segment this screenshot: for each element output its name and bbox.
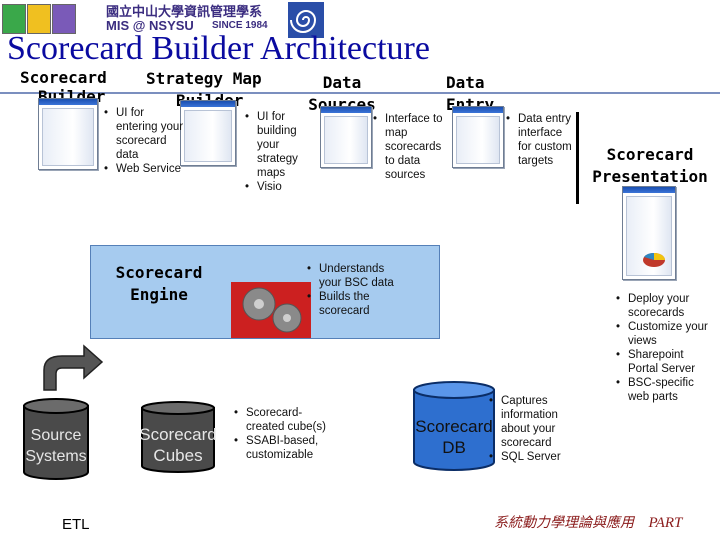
logo-tile-yellow (27, 4, 51, 34)
footer: 系統動力學理論與應用 PART (494, 512, 682, 532)
data-entry-window (452, 106, 504, 168)
scorecard-cubes-line2: Cubes (153, 446, 203, 465)
bullet-item: Deploy your scorecards (616, 292, 712, 320)
bullets-scorecard-builder: UI for entering your scorecard data Web … (104, 106, 184, 176)
page-title: Scorecard Builder Architecture (7, 30, 430, 67)
bullet-item: Captures information about your scorecar… (489, 394, 585, 450)
scorecard-cubes-line1: Scorecard (139, 425, 217, 444)
logo-text-mis: MIS @ NSYSU (106, 18, 194, 33)
source-systems-label: Source Systems (14, 425, 98, 467)
bullet-item: Builds the scorecard (307, 290, 407, 318)
bullet-item: UI for building your strategy maps (245, 110, 311, 180)
bullets-cubes: Scorecard-created cube(s) SSABI-based, c… (234, 406, 330, 462)
header-data-entry-line1: Data (446, 73, 485, 92)
bullets-presentation: Deploy your scorecards Customize your vi… (616, 292, 712, 404)
presentation-title: Scorecard Presentation (584, 144, 716, 188)
bullet-item: Visio (245, 180, 311, 194)
header-divider (0, 92, 720, 94)
pie-chart-icon (643, 252, 665, 267)
bullets-data-entry: Data entry interface for custom targets (506, 112, 572, 168)
source-systems-cylinder (23, 398, 89, 480)
bullet-item: Interface to map scorecards to data sour… (373, 112, 447, 182)
header-strategy-map-line1: Strategy Map (146, 69, 262, 88)
bullet-item: Data entry interface for custom targets (506, 112, 572, 168)
scorecard-cubes-label: Scorecard Cubes (128, 424, 228, 466)
bullets-data-sources: Interface to map scorecards to data sour… (373, 112, 447, 182)
bullet-item: BSC-specific web parts (616, 376, 712, 404)
scorecard-db-line1: Scorecard (415, 417, 493, 436)
engine-title-line2: Engine (130, 285, 188, 304)
bullet-item: UI for entering your scorecard data (104, 106, 184, 162)
source-systems-line1: Source (30, 427, 82, 444)
bullets-db: Captures information about your scorecar… (489, 394, 585, 464)
presentation-window (622, 186, 676, 280)
scorecard-engine-box: Scorecard Engine Understands your BSC da… (90, 245, 440, 339)
engine-title: Scorecard Engine (103, 262, 215, 306)
source-systems-line2: Systems (25, 448, 87, 465)
header-data-sources-line1: Data (322, 73, 362, 92)
bullet-item: SSABI-based, customizable (234, 434, 330, 462)
scorecard-builder-window (38, 98, 98, 170)
engine-title-line1: Scorecard (115, 263, 203, 282)
etl-label: ETL (62, 516, 90, 533)
strategy-map-window (180, 100, 236, 166)
scorecard-db-line2: DB (442, 438, 466, 457)
etl-curved-arrow-icon (43, 344, 104, 391)
logo-since: SINCE 1984 (212, 20, 268, 31)
footer-cn: 系統動力學理論與應用 (494, 515, 634, 531)
presentation-title-line2: Presentation (592, 167, 708, 186)
bullets-strategy-map: UI for building your strategy maps Visio (245, 110, 311, 194)
spiral-logo-icon (288, 2, 324, 38)
bullet-item: Web Service (104, 162, 184, 176)
header-scorecard-builder-line1: Scorecard (20, 68, 107, 87)
presentation-title-line1: Scorecard (606, 145, 694, 164)
gears-icon (231, 282, 311, 338)
logo-tile-purple (52, 4, 76, 34)
bullet-item: Scorecard-created cube(s) (234, 406, 330, 434)
presentation-divider (576, 112, 579, 204)
logo-tile-green (2, 4, 26, 34)
scorecard-cubes-cylinder (141, 401, 215, 473)
bullet-item: Customize your views (616, 320, 712, 348)
bullet-item: SQL Server (489, 450, 585, 464)
bullet-item: Sharepoint Portal Server (616, 348, 712, 376)
scorecard-db-label: Scorecard DB (404, 416, 504, 458)
scorecard-db-cylinder (413, 381, 495, 471)
footer-part: PART (648, 515, 683, 531)
logo-text-cn: 國立中山大學資訊管理學系 (106, 4, 263, 19)
data-sources-window (320, 106, 372, 168)
header-logo: 國立中山大學資訊管理學系 MIS @ NSYSU SINCE 1984 (0, 0, 330, 40)
bullets-engine: Understands your BSC data Builds the sco… (307, 262, 407, 318)
bullet-item: Understands your BSC data (307, 262, 407, 290)
